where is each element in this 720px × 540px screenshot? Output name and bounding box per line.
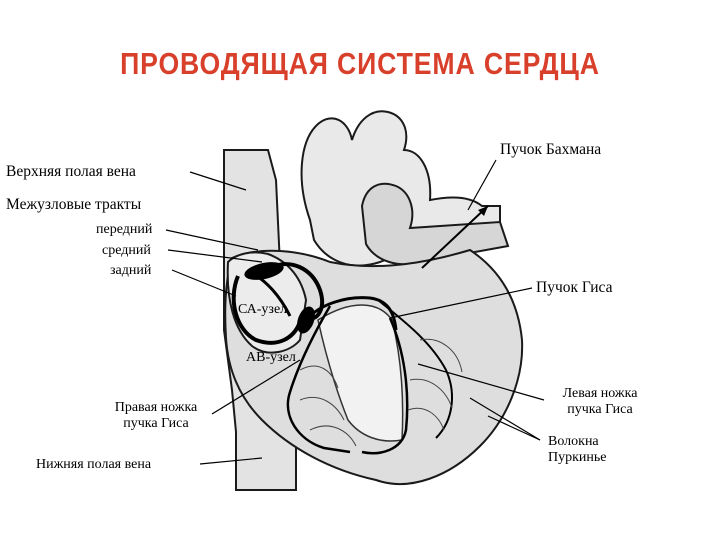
label-tract-posterior: задний xyxy=(110,263,152,278)
label-his-bundle: Пучок Гиса xyxy=(536,279,613,296)
leader-lines xyxy=(165,159,545,465)
internodal-tract-anterior xyxy=(269,262,325,321)
label-purkinje-line1: Волокна xyxy=(548,434,599,449)
label-bachmann: Пучок Бахмана xyxy=(500,141,602,158)
pulmonary-trunk xyxy=(360,182,510,266)
label-purkinje-line2: Пуркинье xyxy=(548,450,607,465)
label-right-bundle-line2: пучка Гиса xyxy=(123,416,189,431)
label-tract-middle: средний xyxy=(102,243,151,258)
label-av-node: АВ-узел xyxy=(246,350,296,365)
his-bundle xyxy=(304,296,398,331)
label-internodal-tracts: Межузловые тракты xyxy=(6,196,142,213)
label-left-bundle-line2: пучка Гиса xyxy=(567,402,633,417)
bachmann-arrowhead xyxy=(478,206,488,216)
purkinje-fibers xyxy=(299,338,463,447)
label-right-bundle: Правая ножка пучка Гиса xyxy=(96,400,216,432)
sa-node xyxy=(244,262,284,280)
label-left-bundle: Левая ножка пучка Гиса xyxy=(540,386,660,418)
internodal-tract-posterior xyxy=(231,275,302,345)
label-right-bundle-line1: Правая ножка xyxy=(114,400,198,415)
label-left-bundle-line1: Левая ножка xyxy=(562,386,638,401)
label-ivc: Нижняя полая вена xyxy=(36,457,152,472)
label-tract-anterior: передний xyxy=(96,222,153,237)
label-purkinje: Волокна Пуркинье xyxy=(548,434,607,466)
bachmann-arrow xyxy=(421,205,489,269)
septum xyxy=(317,304,404,442)
label-svc: Верхняя полая вена xyxy=(6,163,136,180)
diagram-title: ПРОВОДЯЩАЯ СИСТЕМА СЕРДЦА xyxy=(120,46,600,81)
left-bundle-branch xyxy=(361,317,409,455)
right-bundle-branch xyxy=(286,305,351,454)
label-sa-node: СА-узел xyxy=(238,302,288,317)
